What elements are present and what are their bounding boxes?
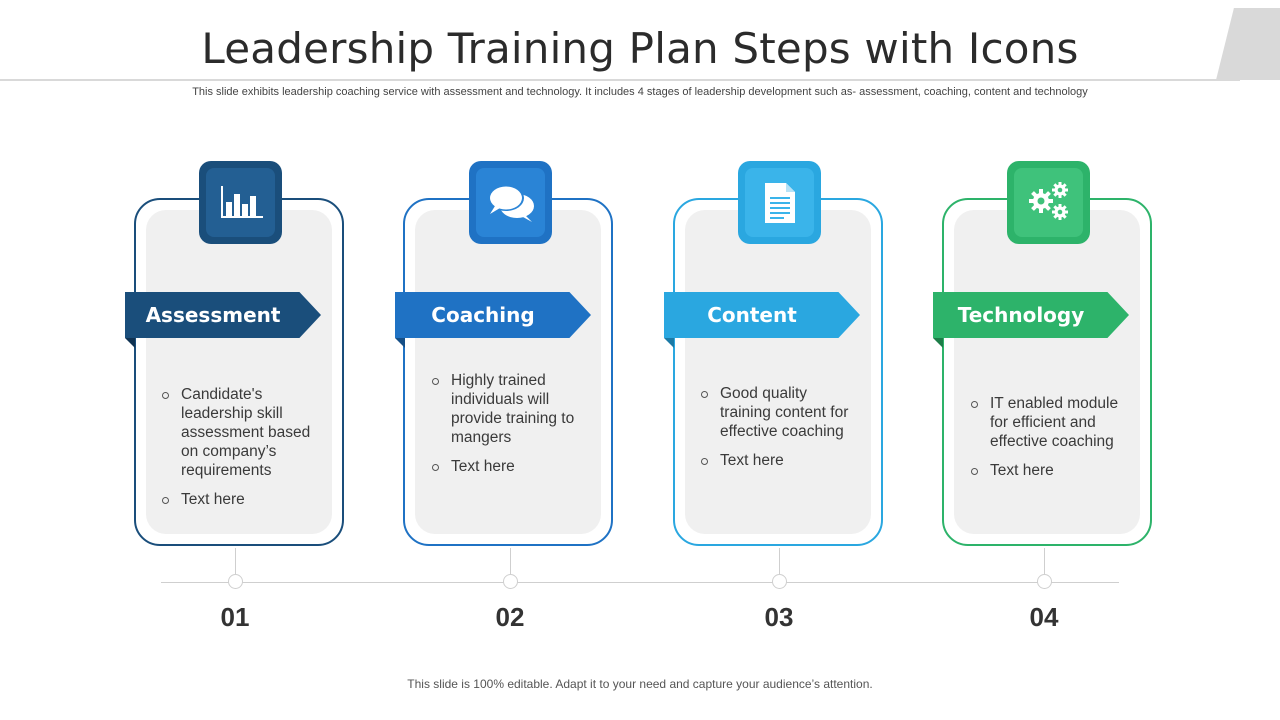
bullet-item: Good quality training content for effect… <box>700 384 850 441</box>
step-icon-box-technology <box>1007 161 1090 244</box>
banner-fold <box>664 338 674 348</box>
banner-fold <box>933 338 943 348</box>
bullet-item: Text here <box>700 451 850 470</box>
timeline-dot <box>772 574 787 589</box>
timeline-tick <box>1044 548 1045 574</box>
step-bullets-technology: IT enabled module for efficient and effe… <box>970 394 1120 490</box>
timeline-line <box>161 582 1119 583</box>
bullet-item: Text here <box>431 457 581 476</box>
step-card-technology <box>942 198 1152 546</box>
timeline-dot <box>1037 574 1052 589</box>
slide-footer: This slide is 100% editable. Adapt it to… <box>407 677 873 691</box>
step-bullets-coaching: Highly trained individuals will provide … <box>431 371 581 486</box>
card-inner-panel <box>415 210 601 534</box>
timeline-tick <box>235 548 236 574</box>
card-inner-panel <box>146 210 332 534</box>
step-number-3: 03 <box>764 602 794 632</box>
bullet-item: Highly trained individuals will provide … <box>431 371 581 447</box>
card-inner-panel <box>685 210 871 534</box>
bar-chart-icon <box>220 185 263 218</box>
step-number-1: 01 <box>220 602 250 632</box>
timeline-dot <box>503 574 518 589</box>
step-card-coaching <box>403 198 613 546</box>
slide-title: Leadership Training Plan Steps with Icon… <box>201 24 1079 73</box>
timeline-dot <box>228 574 243 589</box>
step-icon-box-content <box>738 161 821 244</box>
title-divider <box>0 79 1240 81</box>
bullet-item: Text here <box>970 461 1120 480</box>
step-number-2: 02 <box>495 602 525 632</box>
step-banner-content: Content <box>664 292 860 338</box>
gears-icon <box>1028 181 1068 220</box>
bullet-item: Candidate's leadership skill assessment … <box>161 385 311 480</box>
bullet-item: IT enabled module for efficient and effe… <box>970 394 1120 451</box>
card-inner-panel <box>954 210 1140 534</box>
step-card-content <box>673 198 883 546</box>
slide-subtitle: This slide exhibits leadership coaching … <box>192 86 1088 98</box>
timeline-tick <box>510 548 511 574</box>
step-icon-box-assessment <box>199 161 282 244</box>
step-number-4: 04 <box>1029 602 1059 632</box>
banner-fold <box>395 338 405 348</box>
step-bullets-assessment: Candidate's leadership skill assessment … <box>161 385 311 519</box>
timeline-tick <box>779 548 780 574</box>
document-icon <box>764 182 795 223</box>
chat-bubbles-icon <box>487 184 534 222</box>
banner-fold <box>125 338 135 348</box>
step-banner-coaching: Coaching <box>395 292 591 338</box>
bullet-item: Text here <box>161 490 311 509</box>
step-icon-box-coaching <box>469 161 552 244</box>
step-bullets-content: Good quality training content for effect… <box>700 384 850 480</box>
step-card-assessment <box>134 198 344 546</box>
step-banner-technology: Technology <box>933 292 1129 338</box>
step-banner-assessment: Assessment <box>125 292 321 338</box>
